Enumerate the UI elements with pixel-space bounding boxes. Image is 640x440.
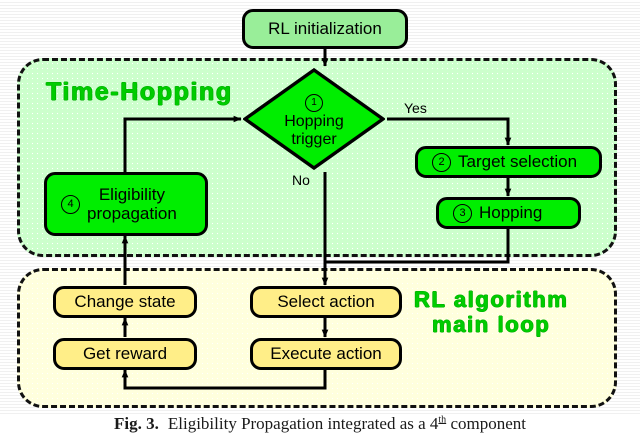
- node-eligibility-propagation[interactable]: 4 Eligibility propagation: [44, 172, 208, 236]
- node-label: Eligibility propagation: [87, 184, 177, 223]
- node-hopping[interactable]: 3 Hopping: [436, 197, 581, 229]
- edge-label-yes: Yes: [404, 100, 427, 116]
- node-select-action[interactable]: Select action: [250, 286, 402, 318]
- node-label: Get reward: [82, 344, 168, 364]
- node-label: RL initialization: [268, 19, 382, 39]
- node-label: Target selection: [458, 152, 578, 172]
- caption-number: 4: [429, 414, 439, 433]
- node-label: Hopping: [479, 203, 543, 223]
- caption-text-a: Eligibility Propagation integrated as a: [167, 414, 430, 433]
- node-execute-action[interactable]: Execute action: [250, 338, 402, 370]
- step-number-badge: 2: [432, 152, 451, 172]
- caption-superscript: th: [438, 414, 447, 426]
- node-get-reward[interactable]: Get reward: [53, 338, 197, 370]
- caption-text-b: component: [446, 414, 526, 433]
- step-number-badge: 3: [453, 203, 472, 223]
- edge-label-no: No: [292, 172, 310, 188]
- step-number-badge: 4: [61, 194, 80, 214]
- node-target-selection[interactable]: 2 Target selection: [415, 146, 602, 178]
- group-title-rl-main-loop: RL algorithm main loop: [414, 287, 569, 337]
- node-change-state[interactable]: Change state: [53, 286, 197, 318]
- diamond-shape: [243, 68, 385, 170]
- figure-caption: Fig. 3. Eligibility Propagation integrate…: [0, 414, 640, 440]
- node-label: Change state: [74, 292, 176, 312]
- node-label: Execute action: [270, 344, 382, 364]
- node-hopping-trigger[interactable]: 1 Hopping trigger: [243, 68, 385, 170]
- node-label: Select action: [277, 292, 375, 312]
- node-rl-initialization[interactable]: RL initialization: [242, 9, 408, 49]
- group-title-time-hopping: Time-Hopping: [46, 78, 233, 106]
- caption-label: Fig. 3.: [114, 414, 159, 433]
